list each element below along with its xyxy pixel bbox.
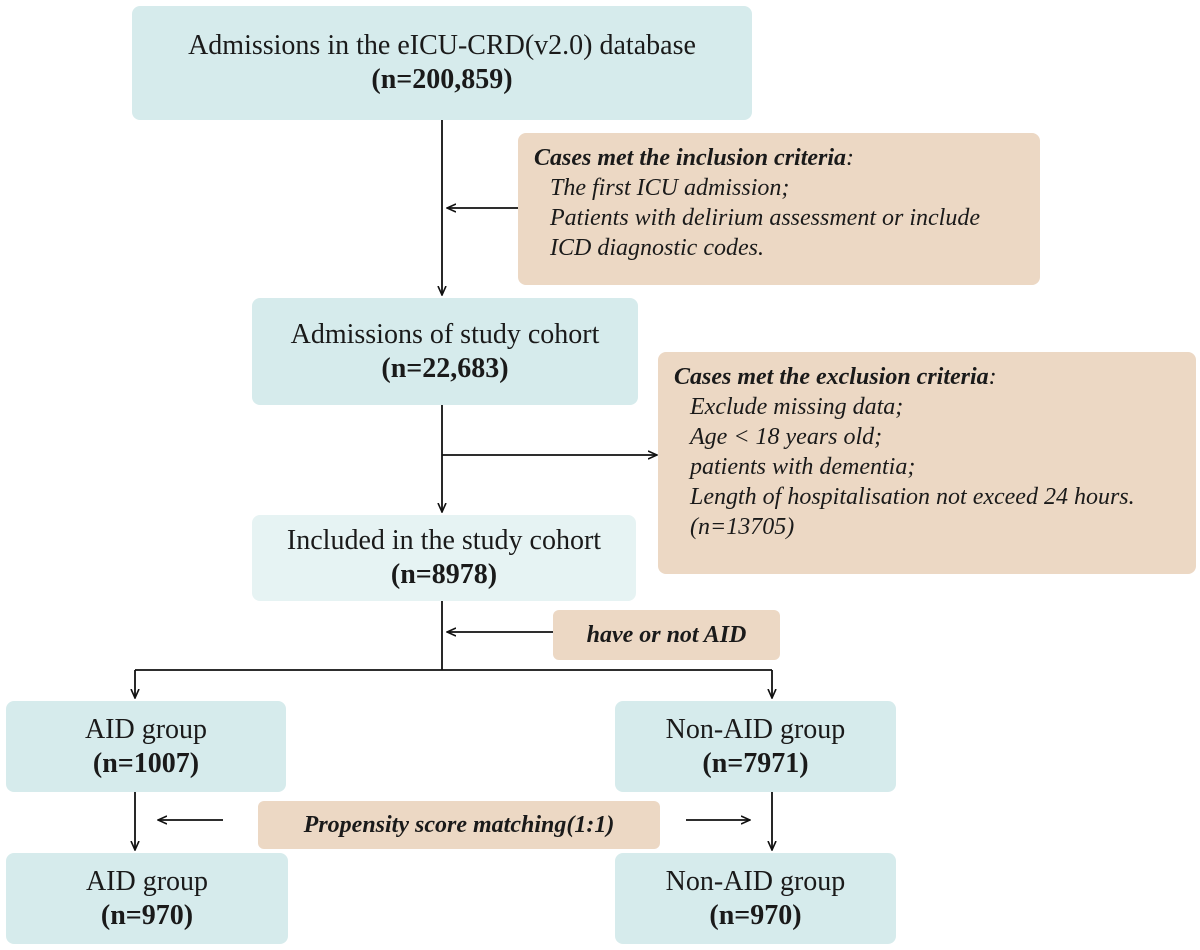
inclusion-item: Patients with delirium assessment or inc…: [550, 205, 980, 231]
exclusion-colon: :: [988, 364, 997, 390]
exclusion-criteria-box: Cases met the exclusion criteria: Exclud…: [658, 352, 1196, 574]
included-count: (n=8978): [390, 559, 498, 590]
aid-matched-count: (n=970): [100, 899, 194, 931]
split-criterion-label: have or not AID: [553, 610, 780, 660]
inclusion-item: The first ICU admission;: [550, 175, 790, 201]
psm-label: Propensity score matching(1:1): [258, 801, 660, 849]
nonaid-matched-count: (n=970): [709, 899, 802, 931]
nonaid-group-title: Non-AID group: [665, 713, 846, 745]
split-criterion-text: have or not AID: [586, 621, 747, 648]
start-count: (n=200,859): [371, 64, 513, 95]
exclusion-title: Cases met the exclusion criteria: [674, 364, 989, 390]
exclusion-item: patients with dementia;: [690, 454, 916, 480]
inclusion-title: Cases met the inclusion criteria: [534, 145, 847, 171]
nonaid-group-count: (n=7971): [702, 747, 809, 779]
aid-matched-title: AID group: [85, 865, 209, 897]
exclusion-item: Age < 18 years old;: [690, 424, 883, 450]
aid-group-count: (n=1007): [92, 747, 200, 779]
aid-matched-box: AID group (n=970): [6, 853, 288, 944]
exclusion-count: (n=13705): [690, 514, 795, 540]
exclusion-item: Exclude missing data;: [690, 394, 904, 420]
start-box: Admissions in the eICU-CRD(v2.0) databas…: [132, 6, 752, 120]
start-title: Admissions in the eICU-CRD(v2.0) databas…: [188, 30, 696, 61]
nonaid-group-box: Non-AID group (n=7971): [615, 701, 896, 792]
aid-group-box: AID group (n=1007): [6, 701, 286, 792]
cohort-title: Admissions of study cohort: [290, 318, 600, 350]
exclusion-item: Length of hospitalisation not exceed 24 …: [690, 484, 1135, 510]
nonaid-matched-box: Non-AID group (n=970): [615, 853, 896, 944]
nonaid-matched-title: Non-AID group: [665, 865, 846, 897]
included-title: Included in the study cohort: [286, 525, 602, 556]
aid-group-title: AID group: [84, 713, 208, 745]
cohort-box: Admissions of study cohort (n=22,683): [252, 298, 638, 405]
inclusion-item: ICD diagnostic codes.: [550, 235, 764, 261]
psm-text: Propensity score matching(1:1): [303, 811, 615, 838]
inclusion-colon: :: [846, 145, 855, 171]
inclusion-criteria-box: Cases met the inclusion criteria: The fi…: [518, 133, 1040, 285]
cohort-count: (n=22,683): [381, 352, 509, 384]
included-box: Included in the study cohort (n=8978): [252, 515, 636, 601]
